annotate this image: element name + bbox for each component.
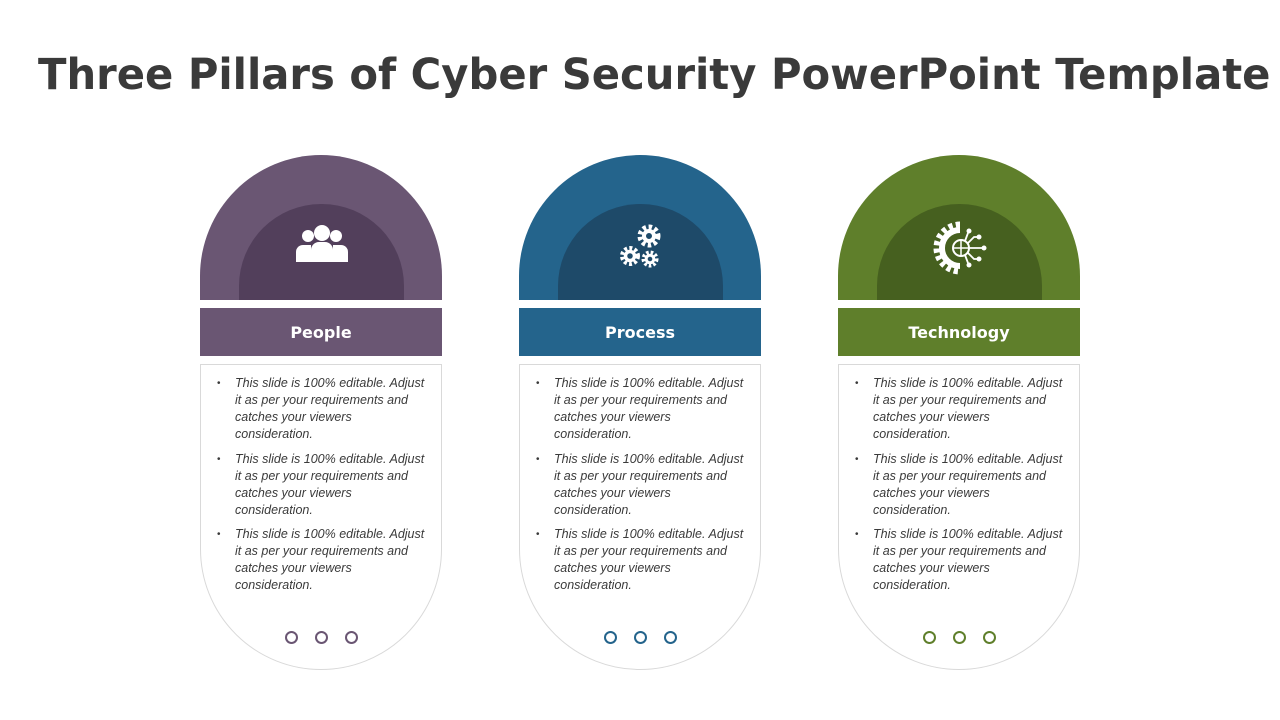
page-title: Three Pillars of Cyber Security PowerPoi… <box>38 50 1271 100</box>
bullet-item: This slide is 100% editable. Adjust it a… <box>217 451 427 519</box>
bullet-item: This slide is 100% editable. Adjust it a… <box>536 451 746 519</box>
indicator-dot <box>982 631 996 644</box>
bullet-item: This slide is 100% editable. Adjust it a… <box>855 451 1065 519</box>
pillar-body: This slide is 100% editable. Adjust it a… <box>200 364 442 670</box>
bullet-list: This slide is 100% editable. Adjust it a… <box>839 365 1079 594</box>
pillar-body: This slide is 100% editable. Adjust it a… <box>838 364 1080 670</box>
bullet-item: This slide is 100% editable. Adjust it a… <box>217 526 427 594</box>
indicator-dot <box>952 631 966 644</box>
dots-decoration <box>201 631 441 644</box>
people-icon <box>290 220 354 284</box>
pillar-technology: Technology This slide is 100% editable. … <box>838 155 1080 670</box>
indicator-dot <box>314 631 328 644</box>
pillar-label: People <box>200 308 442 356</box>
gears-icon <box>609 220 673 284</box>
pillar-process: Process This slide is 100% editable. Adj… <box>519 155 761 670</box>
indicator-dot <box>922 631 936 644</box>
indicator-dot <box>633 631 647 644</box>
tech-gear-circuit-icon <box>928 220 992 284</box>
pillar-label: Process <box>519 308 761 356</box>
indicator-dot <box>603 631 617 644</box>
indicator-dot <box>284 631 298 644</box>
bullet-item: This slide is 100% editable. Adjust it a… <box>855 375 1065 443</box>
pillar-label: Technology <box>838 308 1080 356</box>
bullet-item: This slide is 100% editable. Adjust it a… <box>217 375 427 443</box>
bullet-list: This slide is 100% editable. Adjust it a… <box>201 365 441 594</box>
bullet-item: This slide is 100% editable. Adjust it a… <box>855 526 1065 594</box>
pillar-body: This slide is 100% editable. Adjust it a… <box>519 364 761 670</box>
dots-decoration <box>839 631 1079 644</box>
bullet-item: This slide is 100% editable. Adjust it a… <box>536 375 746 443</box>
bullet-list: This slide is 100% editable. Adjust it a… <box>520 365 760 594</box>
indicator-dot <box>663 631 677 644</box>
dots-decoration <box>520 631 760 644</box>
bullet-item: This slide is 100% editable. Adjust it a… <box>536 526 746 594</box>
indicator-dot <box>344 631 358 644</box>
pillar-people: People This slide is 100% editable. Adju… <box>200 155 442 670</box>
